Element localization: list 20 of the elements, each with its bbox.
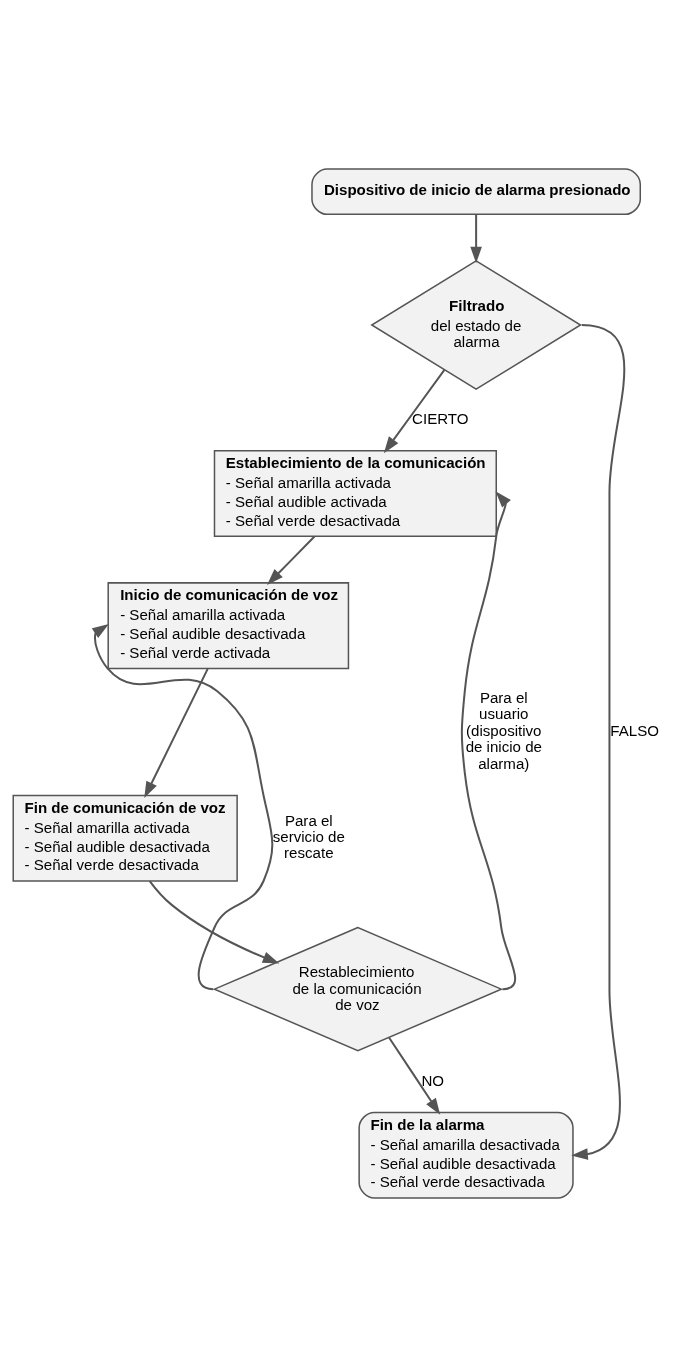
- node-box: Fin de la alarma - Señal amarilla desactivada - Señal audible desactivada - Señal verde desactivada: [358, 1111, 574, 1199]
- edge-label: Para el usuario (dispositivo de inicio de alarma): [465, 689, 542, 772]
- node-diamond: Restablecimiento de la comunicación de voz: [212, 926, 504, 1052]
- arrow: [148, 880, 280, 964]
- arrow: [388, 1037, 441, 1115]
- node-box: Dispositivo de inicio de alarma presionado: [311, 168, 642, 216]
- node-box: Establecimiento de la comunicación - Señal amarilla activada - Señal audible activada - Señal verde desactivada: [213, 450, 497, 538]
- arrow: [470, 214, 482, 264]
- arrow: [144, 668, 209, 799]
- edge-label: NO: [421, 1071, 445, 1089]
- arrow: [571, 324, 626, 1160]
- arrow: [267, 535, 316, 585]
- node-box: Inicio de comunicación de voz - Señal amarilla activada - Señal audible desactivada - Señal verde activada: [107, 582, 350, 670]
- arrow: [460, 491, 516, 991]
- edge-label: Para el servicio de rescate: [272, 811, 345, 862]
- node-diamond: Filtrado del estado de alarma: [370, 259, 582, 391]
- edge-label: CIERTO: [412, 409, 469, 427]
- edge-label: FALSO: [610, 721, 659, 739]
- arrow: [383, 369, 446, 454]
- node-box: Fin de comunicación de voz - Señal amarilla activada - Señal audible desactivada - Señal verde desactivada: [12, 794, 238, 882]
